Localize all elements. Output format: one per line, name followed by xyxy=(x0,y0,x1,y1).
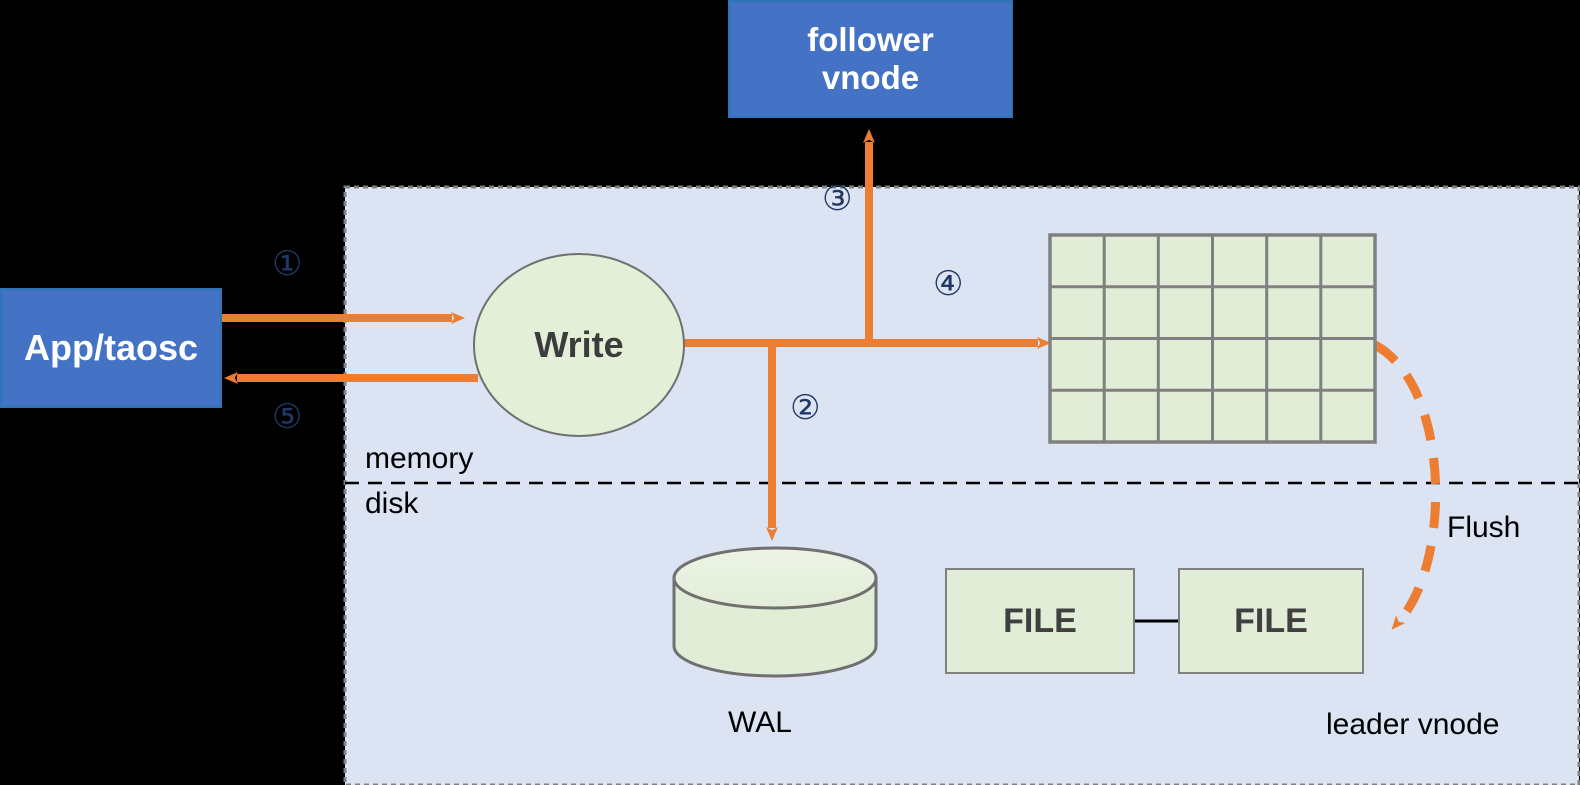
step-badge-4-glyph: ④ xyxy=(933,265,964,303)
wal-cylinder xyxy=(672,546,878,678)
node-follower-vnode-label-line1: follower xyxy=(807,21,934,59)
memtable-grid-vector xyxy=(1048,233,1377,444)
label-disk-text: disk xyxy=(365,487,419,520)
node-follower-vnode-label-line2: vnode xyxy=(821,59,920,96)
node-file-right-label: FILE xyxy=(1234,601,1308,640)
label-memory: memory xyxy=(365,444,473,474)
label-leader-vnode: leader vnode xyxy=(1326,710,1499,740)
label-leader-vnode-text: leader vnode xyxy=(1326,708,1500,741)
label-flush: Flush xyxy=(1447,513,1520,543)
label-memory-text: memory xyxy=(365,442,474,475)
node-app-taosc[interactable]: App/taosc xyxy=(0,288,222,408)
node-follower-vnode[interactable]: follower vnode xyxy=(728,0,1013,118)
step-badge-2-glyph: ② xyxy=(790,389,821,427)
node-file-right[interactable]: FILE xyxy=(1178,568,1364,674)
step-badge-4: ④ xyxy=(933,267,963,301)
step-badge-1-glyph: ① xyxy=(272,245,303,283)
step-badge-3-glyph: ③ xyxy=(822,180,853,218)
node-app-taosc-label: App/taosc xyxy=(23,327,199,369)
label-wal-text: WAL xyxy=(728,706,792,739)
edge-flush-dashed xyxy=(1372,341,1441,630)
label-disk: disk xyxy=(365,489,418,519)
step-badge-5-glyph: ⑤ xyxy=(272,398,303,436)
label-flush-text: Flush xyxy=(1447,511,1521,544)
step-badge-3: ③ xyxy=(822,182,852,216)
node-write[interactable]: Write xyxy=(473,253,685,437)
node-file-left-label: FILE xyxy=(1003,601,1077,640)
node-file-left[interactable]: FILE xyxy=(945,568,1135,674)
step-badge-5: ⑤ xyxy=(272,400,302,434)
step-badge-2: ② xyxy=(790,391,820,425)
node-write-label: Write xyxy=(534,324,624,365)
step-badge-1: ① xyxy=(272,247,302,281)
label-wal: WAL xyxy=(728,708,792,738)
